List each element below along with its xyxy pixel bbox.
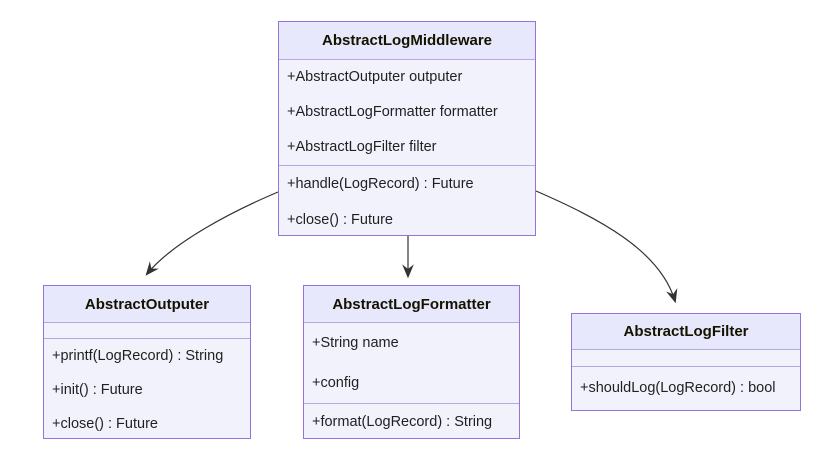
arrow-middleware-to-filter	[535, 190, 678, 304]
class-method: +printf(LogRecord) : String	[52, 348, 224, 364]
class-method: +shouldLog(LogRecord) : bool	[580, 380, 776, 396]
class-method: +init() : Future	[52, 382, 143, 398]
attributes-section-empty	[572, 350, 800, 366]
class-title: AbstractLogFilter	[572, 314, 800, 350]
class-method: +format(LogRecord) : String	[312, 414, 493, 430]
methods-section: +shouldLog(LogRecord) : bool	[572, 366, 800, 410]
attributes-section: +AbstractOutputer outputer +AbstractLogF…	[279, 60, 535, 165]
class-box-abstract-log-middleware: AbstractLogMiddleware +AbstractOutputer …	[278, 21, 536, 236]
attributes-section-empty	[44, 323, 250, 338]
class-box-abstract-outputer: AbstractOutputer +printf(LogRecord) : St…	[43, 285, 251, 439]
class-title: AbstractLogMiddleware	[279, 22, 535, 60]
class-attribute: +AbstractLogFilter filter	[287, 139, 437, 155]
methods-section: +handle(LogRecord) : Future +close() : F…	[279, 165, 535, 235]
class-title: AbstractLogFormatter	[304, 286, 519, 323]
class-attribute: +String name	[312, 335, 399, 351]
class-attribute: +AbstractOutputer outputer	[287, 69, 463, 85]
class-method: +close() : Future	[287, 212, 393, 228]
class-method: +handle(LogRecord) : Future	[287, 176, 474, 192]
class-title: AbstractOutputer	[44, 286, 250, 323]
class-box-abstract-log-filter: AbstractLogFilter +shouldLog(LogRecord) …	[571, 313, 801, 411]
methods-section: +printf(LogRecord) : String +init() : Fu…	[44, 338, 250, 438]
class-attribute: +AbstractLogFormatter formatter	[287, 104, 498, 120]
arrow-middleware-to-outputer	[145, 191, 279, 276]
class-method: +close() : Future	[52, 416, 158, 432]
class-attribute: +config	[312, 375, 360, 391]
class-box-abstract-log-formatter: AbstractLogFormatter +String name +confi…	[303, 285, 520, 439]
methods-section: +format(LogRecord) : String	[304, 403, 519, 438]
attributes-section: +String name +config	[304, 323, 519, 403]
